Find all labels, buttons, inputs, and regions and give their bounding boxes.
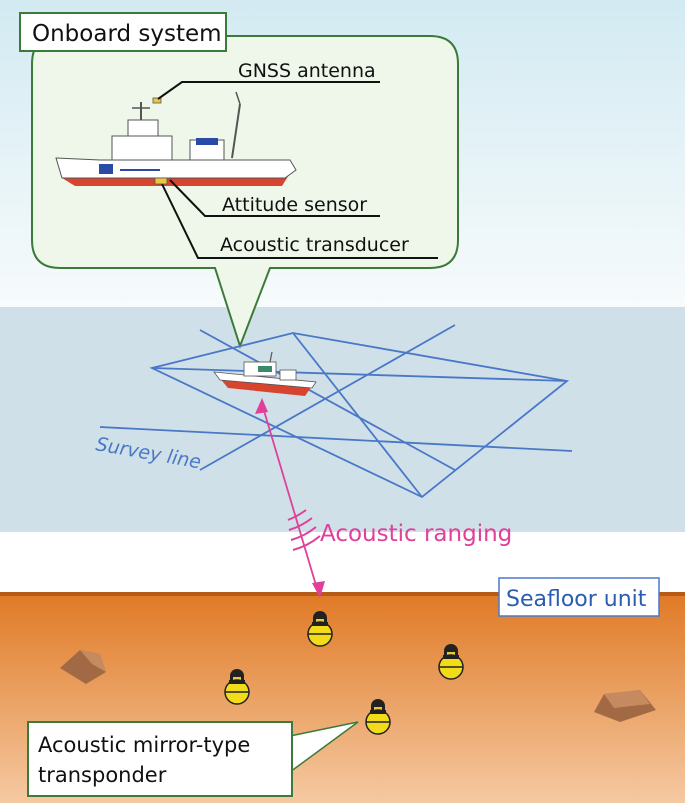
- onboard-system-title: Onboard system: [32, 21, 222, 47]
- survey-grid: [99, 324, 573, 499]
- seafloor-edge: [0, 592, 685, 596]
- seafloor-unit-box: [498, 577, 660, 617]
- attitude-leader-line: [169, 179, 380, 217]
- rock-icon: [60, 650, 106, 684]
- gnss-antenna-marker: [152, 97, 162, 104]
- gnss-leader-line: [157, 81, 380, 100]
- onboard-callout-bubble: [31, 35, 459, 350]
- seafloor-unit-label: Seafloor unit: [506, 587, 647, 612]
- transponder-label-line1: Acoustic mirror-type: [38, 733, 250, 757]
- transponder-callout-box: [27, 721, 293, 797]
- attitude-sensor-label: Attitude sensor: [222, 194, 367, 216]
- acoustic-transducer-label: Acoustic transducer: [220, 234, 409, 256]
- transponder-label-line2: transponder: [38, 763, 167, 787]
- ship-icon: [55, 91, 297, 186]
- onboard-system-title-box: [19, 12, 227, 52]
- transducer-marker: [154, 177, 168, 185]
- acoustic-ranging-label: Acoustic ranging: [320, 521, 512, 547]
- transducer-leader-line: [161, 183, 438, 259]
- rock-icon: [594, 690, 656, 722]
- sea-surface-region: [0, 307, 685, 532]
- sound-wave-icon: [287, 509, 321, 551]
- ship-on-sea-icon: [213, 351, 317, 396]
- acoustic-ranging-arrow: [255, 398, 325, 598]
- gnss-antenna-label: GNSS antenna: [238, 60, 376, 82]
